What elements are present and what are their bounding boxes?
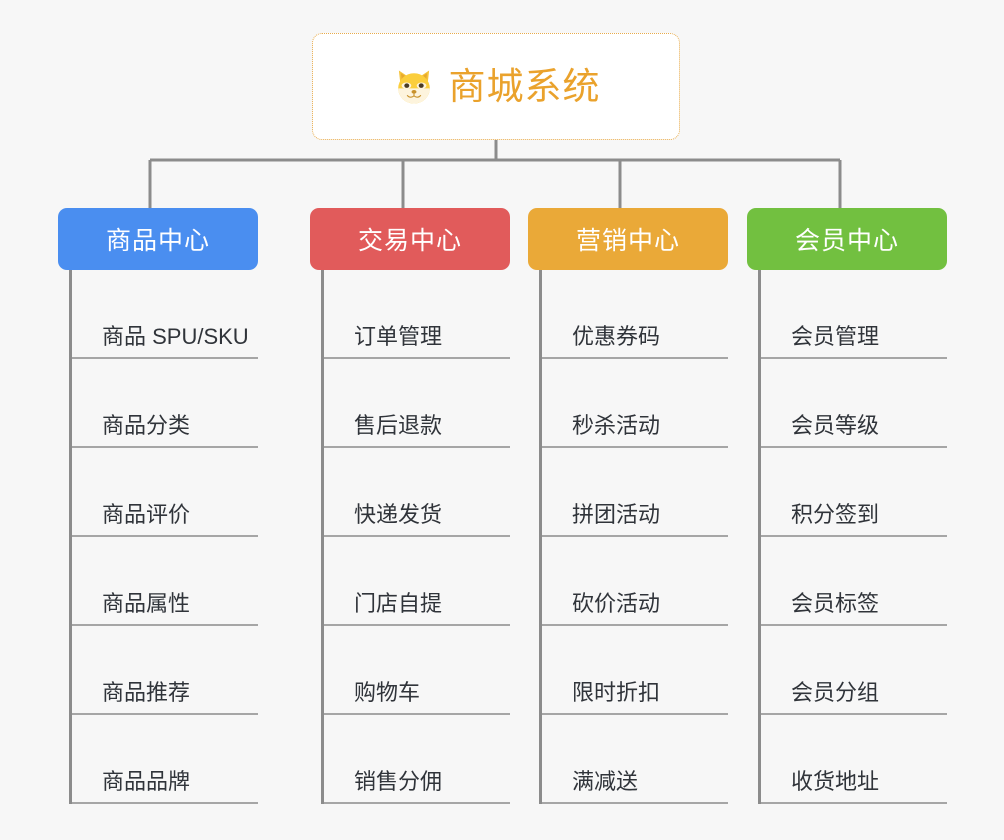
leaf-item[interactable]: 满减送 — [542, 715, 728, 804]
leaf-label: 会员等级 — [791, 412, 880, 438]
leaf-label: 商品推荐 — [102, 679, 191, 705]
leaf-item[interactable]: 会员等级 — [761, 359, 947, 448]
leaf-label: 收货地址 — [791, 768, 880, 794]
leaf-label: 秒杀活动 — [572, 412, 661, 438]
column-trunk-2 — [321, 270, 324, 804]
leaf-item[interactable]: 商品属性 — [72, 537, 258, 626]
column-header-3[interactable]: 营销中心 — [528, 208, 728, 270]
leaf-item[interactable]: 快递发货 — [324, 448, 510, 537]
leaf-list-2: 订单管理 售后退款 快递发货 门店自提 购物车 销售分佣 — [310, 270, 510, 804]
root-node[interactable]: 商城系统 — [312, 33, 680, 140]
leaf-item[interactable]: 积分签到 — [761, 448, 947, 537]
leaf-item[interactable]: 商品推荐 — [72, 626, 258, 715]
column-title-3: 营销中心 — [575, 227, 680, 255]
leaf-label: 销售分佣 — [354, 768, 443, 794]
column-trunk-1 — [69, 270, 72, 804]
leaf-item[interactable]: 商品分类 — [72, 359, 258, 448]
leaf-label: 商品 SPU/SKU — [102, 323, 249, 349]
column-trunk-3 — [539, 270, 542, 804]
leaf-label: 快递发货 — [354, 501, 443, 527]
column-member-center: 会员中心 会员管理 会员等级 积分签到 会员标签 会员分组 收货地址 — [747, 208, 947, 804]
leaf-label: 会员分组 — [791, 679, 880, 705]
leaf-item[interactable]: 拼团活动 — [542, 448, 728, 537]
column-trade-center: 交易中心 订单管理 售后退款 快递发货 门店自提 购物车 销售分佣 — [310, 208, 510, 804]
column-title-2: 交易中心 — [357, 227, 462, 255]
column-product-center: 商品中心 商品 SPU/SKU 商品分类 商品评价 商品属性 商品推荐 商品品牌 — [58, 208, 258, 804]
leaf-label: 购物车 — [354, 679, 421, 705]
column-header-1[interactable]: 商品中心 — [58, 208, 258, 270]
leaf-list-1: 商品 SPU/SKU 商品分类 商品评价 商品属性 商品推荐 商品品牌 — [58, 270, 258, 804]
leaf-item[interactable]: 商品评价 — [72, 448, 258, 537]
leaf-item[interactable]: 收货地址 — [761, 715, 947, 804]
leaf-item[interactable]: 会员分组 — [761, 626, 947, 715]
leaf-label: 满减送 — [572, 768, 639, 794]
leaf-label: 订单管理 — [354, 323, 443, 349]
column-marketing-center: 营销中心 优惠券码 秒杀活动 拼团活动 砍价活动 限时折扣 满减送 — [528, 208, 728, 804]
column-header-4[interactable]: 会员中心 — [747, 208, 947, 270]
leaf-item[interactable]: 销售分佣 — [324, 715, 510, 804]
leaf-item[interactable]: 优惠券码 — [542, 270, 728, 359]
leaf-label: 砍价活动 — [572, 590, 661, 616]
leaf-label: 限时折扣 — [572, 679, 661, 705]
leaf-label: 商品分类 — [102, 412, 191, 438]
leaf-label: 优惠券码 — [572, 323, 661, 349]
column-header-2[interactable]: 交易中心 — [310, 208, 510, 270]
leaf-list-4: 会员管理 会员等级 积分签到 会员标签 会员分组 收货地址 — [747, 270, 947, 804]
leaf-label: 积分签到 — [791, 501, 880, 527]
leaf-item[interactable]: 购物车 — [324, 626, 510, 715]
leaf-item[interactable]: 会员管理 — [761, 270, 947, 359]
leaf-item[interactable]: 秒杀活动 — [542, 359, 728, 448]
leaf-item[interactable]: 砍价活动 — [542, 537, 728, 626]
leaf-label: 拼团活动 — [572, 501, 661, 527]
leaf-item[interactable]: 商品品牌 — [72, 715, 258, 804]
leaf-item[interactable]: 售后退款 — [324, 359, 510, 448]
leaf-item[interactable]: 商品 SPU/SKU — [72, 270, 258, 359]
leaf-item[interactable]: 订单管理 — [324, 270, 510, 359]
leaf-label: 门店自提 — [354, 590, 443, 616]
leaf-item[interactable]: 会员标签 — [761, 537, 947, 626]
leaf-label: 售后退款 — [354, 412, 443, 438]
leaf-list-3: 优惠券码 秒杀活动 拼团活动 砍价活动 限时折扣 满减送 — [528, 270, 728, 804]
leaf-label: 会员标签 — [791, 590, 880, 616]
leaf-label: 会员管理 — [791, 323, 880, 349]
leaf-label: 商品属性 — [102, 590, 191, 616]
leaf-item[interactable]: 限时折扣 — [542, 626, 728, 715]
leaf-label: 商品评价 — [102, 501, 191, 527]
leaf-item[interactable]: 门店自提 — [324, 537, 510, 626]
root-title: 商城系统 — [448, 66, 601, 107]
column-title-1: 商品中心 — [105, 227, 210, 255]
shiba-dog-face-icon — [397, 70, 430, 103]
column-trunk-4 — [758, 270, 761, 804]
leaf-label: 商品品牌 — [102, 768, 191, 794]
column-title-4: 会员中心 — [794, 227, 899, 255]
